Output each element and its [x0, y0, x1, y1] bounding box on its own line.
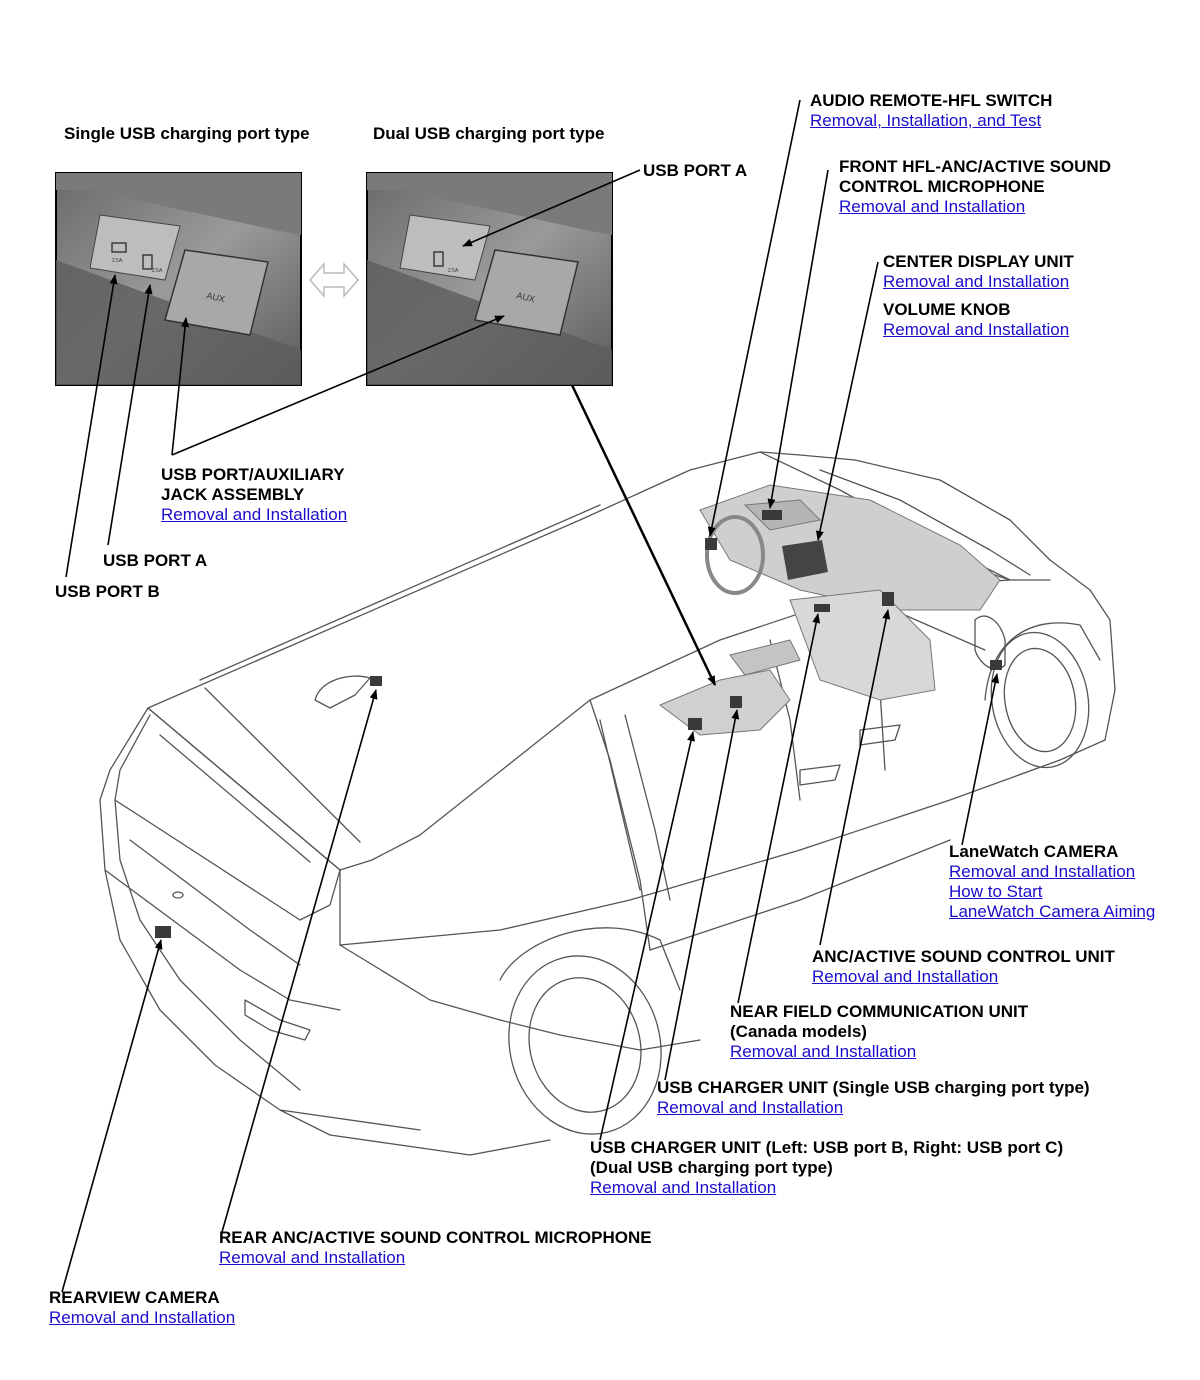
usb-aux-jack-link[interactable]: Removal and Installation: [161, 505, 348, 524]
label-usb-charger-dual-title1: USB CHARGER UNIT (Left: USB port B, Righ…: [590, 1138, 1064, 1157]
rear-mic-shape: [370, 676, 382, 686]
dual-usb-inset: 2.5A AUX: [366, 172, 613, 386]
interchange-arrow-icon: [309, 262, 359, 298]
center-display-unit-shape: [782, 540, 828, 580]
label-front-mic: FRONT HFL-ANC/ACTIVE SOUND CONTROL MICRO…: [839, 157, 1111, 217]
component-markers: [155, 510, 1002, 938]
label-usb-charger-single-title: USB CHARGER UNIT (Single USB charging po…: [657, 1078, 1090, 1097]
dual-icon-text-1: 2.5A: [448, 268, 459, 274]
label-usb-charger-dual-title2: (Dual USB charging port type): [590, 1158, 833, 1177]
label-center-display-title: CENTER DISPLAY UNIT: [883, 252, 1074, 271]
single-inset-title-line2: USB charging port type: [119, 124, 310, 143]
front-mic-shape: [762, 510, 782, 520]
label-usb-charger-dual: USB CHARGER UNIT (Left: USB port B, Righ…: [590, 1138, 1063, 1198]
label-rear-mic-title: REAR ANC/ACTIVE SOUND CONTROL MICROPHONE: [219, 1228, 652, 1247]
leader-lines: [61, 99, 1000, 1293]
label-rearview-camera-title: REARVIEW CAMERA: [49, 1288, 220, 1307]
usb-charger-single-link[interactable]: Removal and Installation: [657, 1098, 844, 1117]
label-lanewatch: LaneWatch CAMERA Removal and Installatio…: [949, 842, 1155, 922]
volume-knob-link[interactable]: Removal and Installation: [883, 320, 1070, 339]
label-usb-aux-jack-title1: USB PORT/AUXILIARY: [161, 465, 345, 484]
usb-charger-dual-link[interactable]: Removal and Installation: [590, 1178, 777, 1197]
single-icon-text-1: 2.5A: [112, 258, 123, 264]
label-usb-charger-single: USB CHARGER UNIT (Single USB charging po…: [657, 1078, 1090, 1118]
nfc-unit-shape: [814, 604, 830, 612]
label-lanewatch-title: LaneWatch CAMERA: [949, 842, 1119, 861]
lanewatch-removal-link[interactable]: Removal and Installation: [949, 862, 1136, 881]
label-nfc-title2: (Canada models): [730, 1022, 867, 1041]
lanewatch-how-to-start-link[interactable]: How to Start: [949, 882, 1043, 901]
rearview-camera-shape: [155, 926, 171, 938]
label-nfc-title1: NEAR FIELD COMMUNICATION UNIT: [730, 1002, 1029, 1021]
label-usb-port-a-inset: USB PORT A: [643, 161, 747, 181]
center-display-link[interactable]: Removal and Installation: [883, 272, 1070, 291]
single-icon-text-2: 2.5A: [152, 268, 163, 274]
usb-charger-single-shape: [730, 696, 742, 708]
anc-unit-shape: [882, 592, 894, 606]
audio-remote-switch-shape: [705, 538, 717, 550]
label-rearview-camera: REARVIEW CAMERA Removal and Installation: [49, 1288, 235, 1328]
label-audio-remote-title: AUDIO REMOTE-HFL SWITCH: [810, 91, 1053, 110]
label-usb-port-b: USB PORT B: [55, 582, 160, 602]
dual-inset-title-line2: USB charging port type: [414, 124, 605, 143]
label-nfc: NEAR FIELD COMMUNICATION UNIT (Canada mo…: [730, 1002, 1028, 1062]
usb-charger-dual-shape: [688, 718, 702, 730]
label-anc-unit-title: ANC/ACTIVE SOUND CONTROL UNIT: [812, 947, 1115, 966]
label-usb-aux-jack: USB PORT/AUXILIARY JACK ASSEMBLY Removal…: [161, 465, 347, 525]
lanewatch-camera-shape: [990, 660, 1002, 670]
vehicle-outline: [99, 451, 1116, 1156]
audio-remote-link[interactable]: Removal, Installation, and Test: [810, 111, 1042, 130]
dual-aux-label: AUX: [516, 290, 536, 304]
dual-inset-title-line1: Dual: [373, 124, 410, 143]
label-front-mic-title2: CONTROL MICROPHONE: [839, 177, 1045, 196]
label-usb-port-a-title: USB PORT A: [103, 551, 208, 570]
label-front-mic-title1: FRONT HFL-ANC/ACTIVE SOUND: [839, 157, 1111, 176]
anc-unit-link[interactable]: Removal and Installation: [812, 967, 999, 986]
label-center-display: CENTER DISPLAY UNIT Removal and Installa…: [883, 252, 1074, 292]
single-inset-title-line1: Single: [64, 124, 116, 143]
dual-inset-title: Dual USB charging port type: [373, 124, 604, 144]
label-rear-mic: REAR ANC/ACTIVE SOUND CONTROL MICROPHONE…: [219, 1228, 652, 1268]
label-usb-port-a-inset-title: USB PORT A: [643, 161, 748, 180]
label-anc-unit: ANC/ACTIVE SOUND CONTROL UNIT Removal an…: [812, 947, 1115, 987]
front-mic-link[interactable]: Removal and Installation: [839, 197, 1026, 216]
lanewatch-aiming-link[interactable]: LaneWatch Camera Aiming: [949, 902, 1156, 921]
label-usb-port-a: USB PORT A: [103, 551, 207, 571]
label-usb-port-b-title: USB PORT B: [55, 582, 160, 601]
label-audio-remote: AUDIO REMOTE-HFL SWITCH Removal, Install…: [810, 91, 1052, 131]
label-volume-knob-title: VOLUME KNOB: [883, 300, 1011, 319]
label-usb-aux-jack-title2: JACK ASSEMBLY: [161, 485, 305, 504]
label-volume-knob: VOLUME KNOB Removal and Installation: [883, 300, 1069, 340]
single-inset-title: Single USB charging port type: [64, 124, 310, 144]
single-usb-inset: 2.5A 2.5A AUX: [55, 172, 302, 386]
nfc-link[interactable]: Removal and Installation: [730, 1042, 917, 1061]
single-aux-label: AUX: [206, 290, 226, 304]
rearview-camera-link[interactable]: Removal and Installation: [49, 1308, 236, 1327]
rear-mic-link[interactable]: Removal and Installation: [219, 1248, 406, 1267]
